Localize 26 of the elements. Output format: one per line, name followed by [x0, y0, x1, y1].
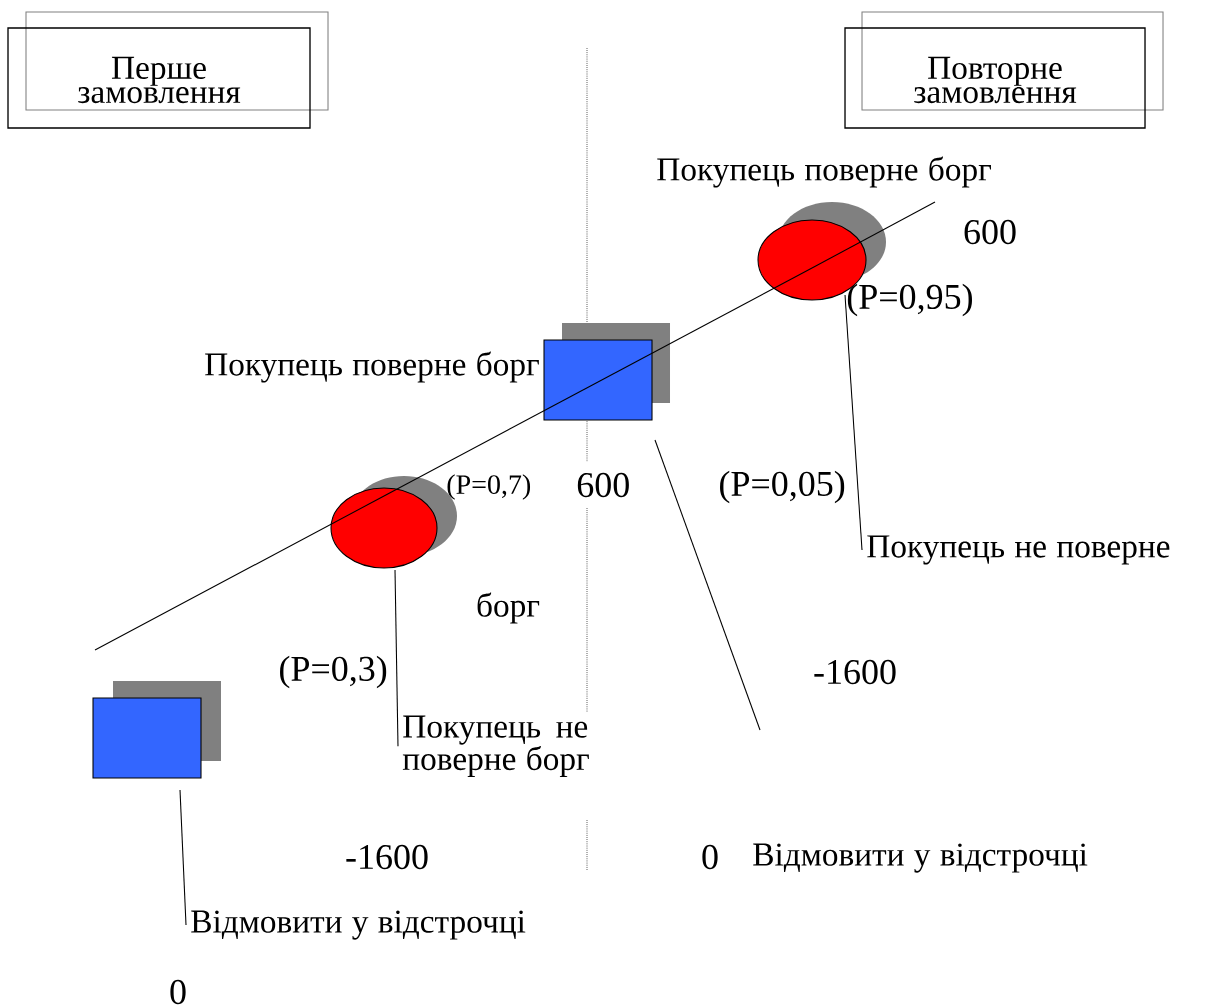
decision-square	[92, 681, 221, 779]
value-label: Відмовити у відстрочці	[753, 843, 1088, 873]
outcome-text: Відмовити у відстрочці	[191, 910, 526, 940]
branch-line	[811, 201, 936, 269]
value-label: (P=0,05)	[720, 470, 845, 504]
branch-line	[597, 267, 813, 383]
value-label: 0	[702, 844, 718, 870]
branch-line	[844, 294, 863, 551]
header-box: Повторне замовлення	[844, 11, 1164, 129]
branch-line	[179, 789, 187, 926]
branch-line	[94, 495, 385, 651]
value-label: 600	[577, 472, 629, 498]
decision-square	[543, 323, 670, 421]
outcome-text: Покупець не поверне	[867, 535, 1170, 565]
value-label: -1600	[346, 844, 428, 870]
value-label: Покупець поверне борг	[657, 156, 991, 188]
value-label: 600	[964, 219, 1016, 245]
value-label: 0	[170, 979, 186, 1005]
header-box: Перше замовлення	[7, 11, 329, 129]
value-label: (P=0,3)	[280, 655, 387, 689]
branch-line	[394, 569, 399, 747]
value-label: борг	[477, 592, 540, 624]
outcome-text: Покупець не поверне борг	[402, 715, 589, 777]
branch-line	[383, 381, 599, 497]
branch-line	[654, 439, 761, 731]
value-label: -1600	[814, 659, 896, 685]
